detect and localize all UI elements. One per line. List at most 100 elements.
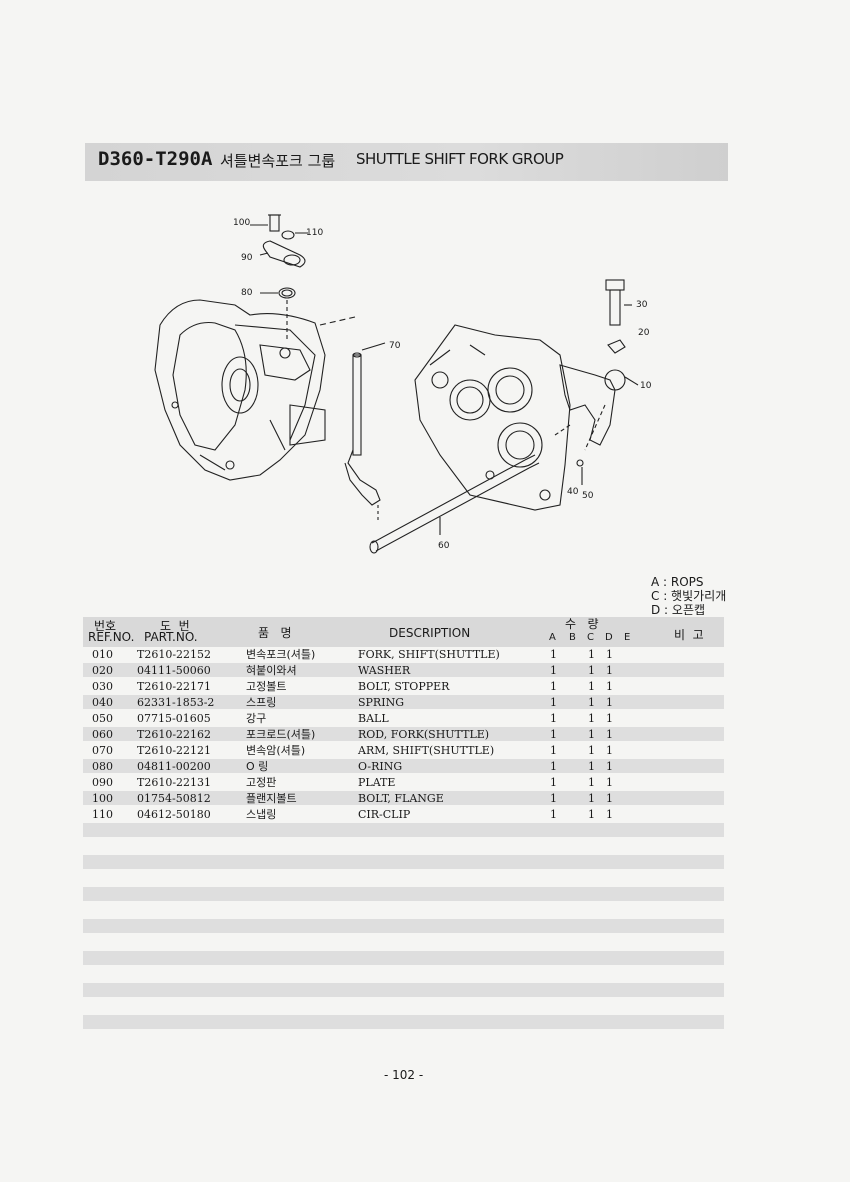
callout-60: 60 — [438, 541, 450, 551]
cell-d: 1 — [606, 808, 613, 821]
legend-a: A : ROPS — [651, 575, 704, 589]
cell-a: 1 — [550, 776, 557, 789]
callout-20: 20 — [638, 328, 650, 338]
gear-case-drawing — [414, 324, 571, 511]
cell-a: 1 — [550, 712, 557, 725]
cell-desc: WASHER — [358, 664, 411, 677]
row-band — [83, 855, 724, 869]
cell-c: 1 — [588, 760, 595, 773]
cell-name: 혀붙이와셔 — [246, 664, 297, 677]
cell-desc: ROD, FORK(SHUTTLE) — [358, 728, 490, 741]
cell-part: T2610-22171 — [137, 680, 212, 693]
cell-ref: 080 — [92, 760, 113, 773]
row-band — [83, 919, 724, 933]
group-code: D360-T290A — [98, 148, 213, 170]
cell-name: 스프링 — [246, 696, 277, 709]
cell-name: O 링 — [246, 760, 269, 773]
callout-40: 40 — [567, 487, 579, 497]
header-name-kr: 품 명 — [258, 626, 292, 640]
legend-c: C : 햇빛가리개 — [651, 589, 727, 603]
cell-ref: 030 — [92, 680, 113, 693]
cell-d: 1 — [606, 648, 613, 661]
header-qty-kr: 수 량 — [565, 617, 599, 631]
header-col-a: A — [549, 632, 556, 643]
cell-part: 04612-50180 — [137, 808, 211, 821]
group-name-en: SHUTTLE SHIFT FORK GROUP — [356, 150, 564, 168]
group-name-kr: 셔틀변속포크 그룹 — [220, 152, 336, 170]
callout-100: 100 — [233, 218, 251, 228]
row-band — [83, 983, 724, 997]
callout-30: 30 — [636, 300, 648, 310]
header-col-e: E — [624, 632, 631, 643]
callout-80: 80 — [241, 288, 253, 298]
cell-name: 포크로드(셔틀) — [246, 728, 316, 741]
cell-d: 1 — [606, 744, 613, 757]
cell-ref: 050 — [92, 712, 113, 725]
cell-c: 1 — [588, 776, 595, 789]
cell-part: T2610-22162 — [137, 728, 212, 741]
cell-c: 1 — [588, 744, 595, 757]
table-header-band — [83, 617, 724, 647]
plate-and-bolt-drawing — [250, 214, 308, 340]
shift-arm-drawing — [344, 342, 386, 523]
cell-name: 변속포크(셔틀) — [246, 648, 316, 661]
cell-desc: BOLT, STOPPER — [358, 680, 450, 693]
header-ref-kr: 번호 — [94, 619, 117, 633]
cell-d: 1 — [606, 792, 613, 805]
cell-part: 04111-50060 — [137, 664, 211, 677]
cell-name: 스냅링 — [246, 808, 277, 821]
cell-ref: 070 — [92, 744, 113, 757]
row-band — [83, 727, 724, 741]
cell-a: 1 — [550, 680, 557, 693]
cell-part: T2610-22131 — [137, 776, 212, 789]
cell-c: 1 — [588, 680, 595, 693]
header-col-d: D — [605, 632, 613, 643]
cell-d: 1 — [606, 728, 613, 741]
cell-part: 01754-50812 — [137, 792, 211, 805]
exploded-parts-diagram — [154, 214, 639, 554]
fork-rod-drawing — [369, 454, 540, 554]
cell-c: 1 — [588, 808, 595, 821]
callout-50: 50 — [582, 491, 594, 501]
row-band — [83, 759, 724, 773]
cell-a: 1 — [550, 760, 557, 773]
header-description: DESCRIPTION — [389, 626, 471, 640]
cell-a: 1 — [550, 808, 557, 821]
cell-name: 변속암(셔틀) — [246, 744, 306, 757]
header-ref-en: REF.NO. — [88, 630, 135, 644]
cell-c: 1 — [588, 696, 595, 709]
cell-desc: O-RING — [358, 760, 403, 773]
cell-part: T2610-22121 — [137, 744, 212, 757]
cell-name: 플랜지볼트 — [246, 792, 297, 805]
header-col-c: C — [587, 632, 594, 643]
cell-c: 1 — [588, 664, 595, 677]
row-band — [83, 887, 724, 901]
row-band — [83, 663, 724, 677]
cell-a: 1 — [550, 792, 557, 805]
cell-ref: 020 — [92, 664, 113, 677]
callout-110: 110 — [306, 228, 324, 238]
callout-10: 10 — [640, 381, 652, 391]
row-band — [83, 1015, 724, 1029]
row-band — [83, 695, 724, 709]
cell-desc: BALL — [358, 712, 389, 725]
cell-c: 1 — [588, 792, 595, 805]
cell-a: 1 — [550, 744, 557, 757]
cell-desc: FORK, SHIFT(SHUTTLE) — [358, 648, 500, 661]
cell-d: 1 — [606, 696, 613, 709]
cell-a: 1 — [550, 648, 557, 661]
row-band — [83, 791, 724, 805]
callout-90: 90 — [241, 253, 253, 263]
cell-ref: 090 — [92, 776, 113, 789]
callout-70: 70 — [389, 341, 401, 351]
cell-c: 1 — [588, 712, 595, 725]
cell-desc: PLATE — [358, 776, 396, 789]
cell-d: 1 — [606, 712, 613, 725]
header-part-en: PART.NO. — [144, 630, 198, 644]
cell-ref: 010 — [92, 648, 113, 661]
cell-name: 고정판 — [246, 776, 277, 789]
cell-desc: ARM, SHIFT(SHUTTLE) — [358, 744, 495, 757]
page-number: - 102 - — [384, 1068, 424, 1082]
cell-c: 1 — [588, 648, 595, 661]
header-col-b: B — [569, 632, 576, 643]
